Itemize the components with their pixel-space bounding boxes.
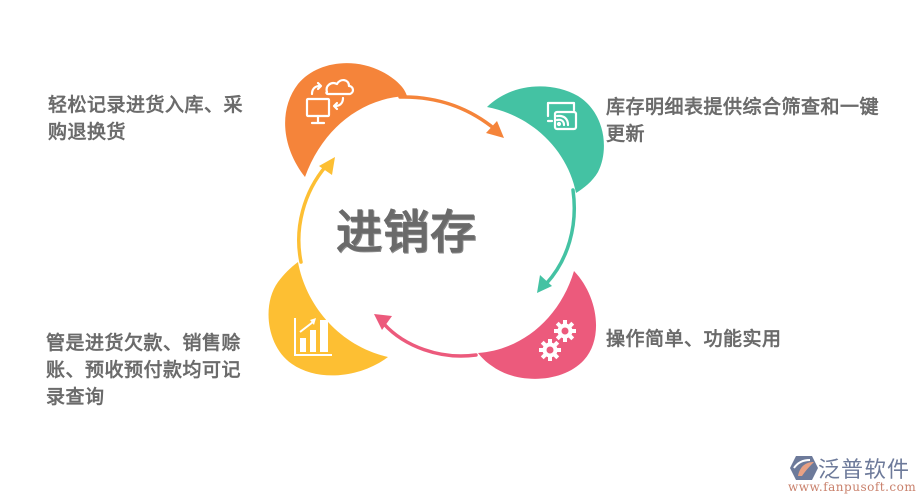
screen-cast-wifi-icon — [546, 101, 578, 131]
logo-url: www.fanpusoft.com — [788, 480, 917, 494]
petal-text-top-right: 库存明细表提供综合筛查和一键 更新 — [606, 94, 920, 148]
text-line: 库存明细表提供综合筛查和一键 — [606, 96, 880, 118]
arrow-head-yellow — [319, 157, 335, 175]
petal-top-right — [487, 86, 604, 193]
text-line: 更新 — [606, 123, 646, 145]
fanpu-logo-icon — [790, 456, 818, 480]
center-title: 进销存 — [336, 205, 477, 259]
arrow-yellow — [297, 164, 328, 264]
fanpu-logo: 泛普软件 www.fanpusoft.com — [784, 452, 920, 498]
arrow-head-pink — [374, 314, 392, 330]
petal-bottom-right — [478, 271, 597, 379]
bar-chart-growth-icon — [294, 318, 332, 356]
gears-icon — [539, 320, 576, 361]
text-line: 购退换货 — [48, 121, 127, 143]
arrow-head-teal — [537, 275, 552, 293]
petal-text-top-left: 轻松记录进货入库、采 购退换货 — [48, 92, 278, 146]
petal-text-bottom-right: 操作简单、功能实用 — [606, 326, 826, 353]
text-line: 录查询 — [46, 386, 105, 408]
petal-bottom-left — [268, 262, 388, 376]
petal-top-left — [285, 63, 407, 177]
arrow-head-orange — [486, 121, 504, 138]
text-line: 操作简单、功能实用 — [606, 328, 782, 350]
arrow-pink — [382, 322, 478, 358]
text-line: 账、预收预付款均可记 — [46, 359, 242, 381]
arrow-orange — [398, 95, 498, 132]
petal-text-bottom-left: 管是进货欠款、销售赊 账、预收预付款均可记 录查询 — [46, 330, 276, 411]
text-line: 管是进货欠款、销售赊 — [46, 332, 242, 354]
arrow-teal — [544, 188, 577, 286]
logo-name: 泛普软件 — [818, 458, 911, 483]
monitor-cloud-sync-icon — [305, 79, 355, 125]
text-line: 轻松记录进货入库、采 — [48, 94, 244, 116]
